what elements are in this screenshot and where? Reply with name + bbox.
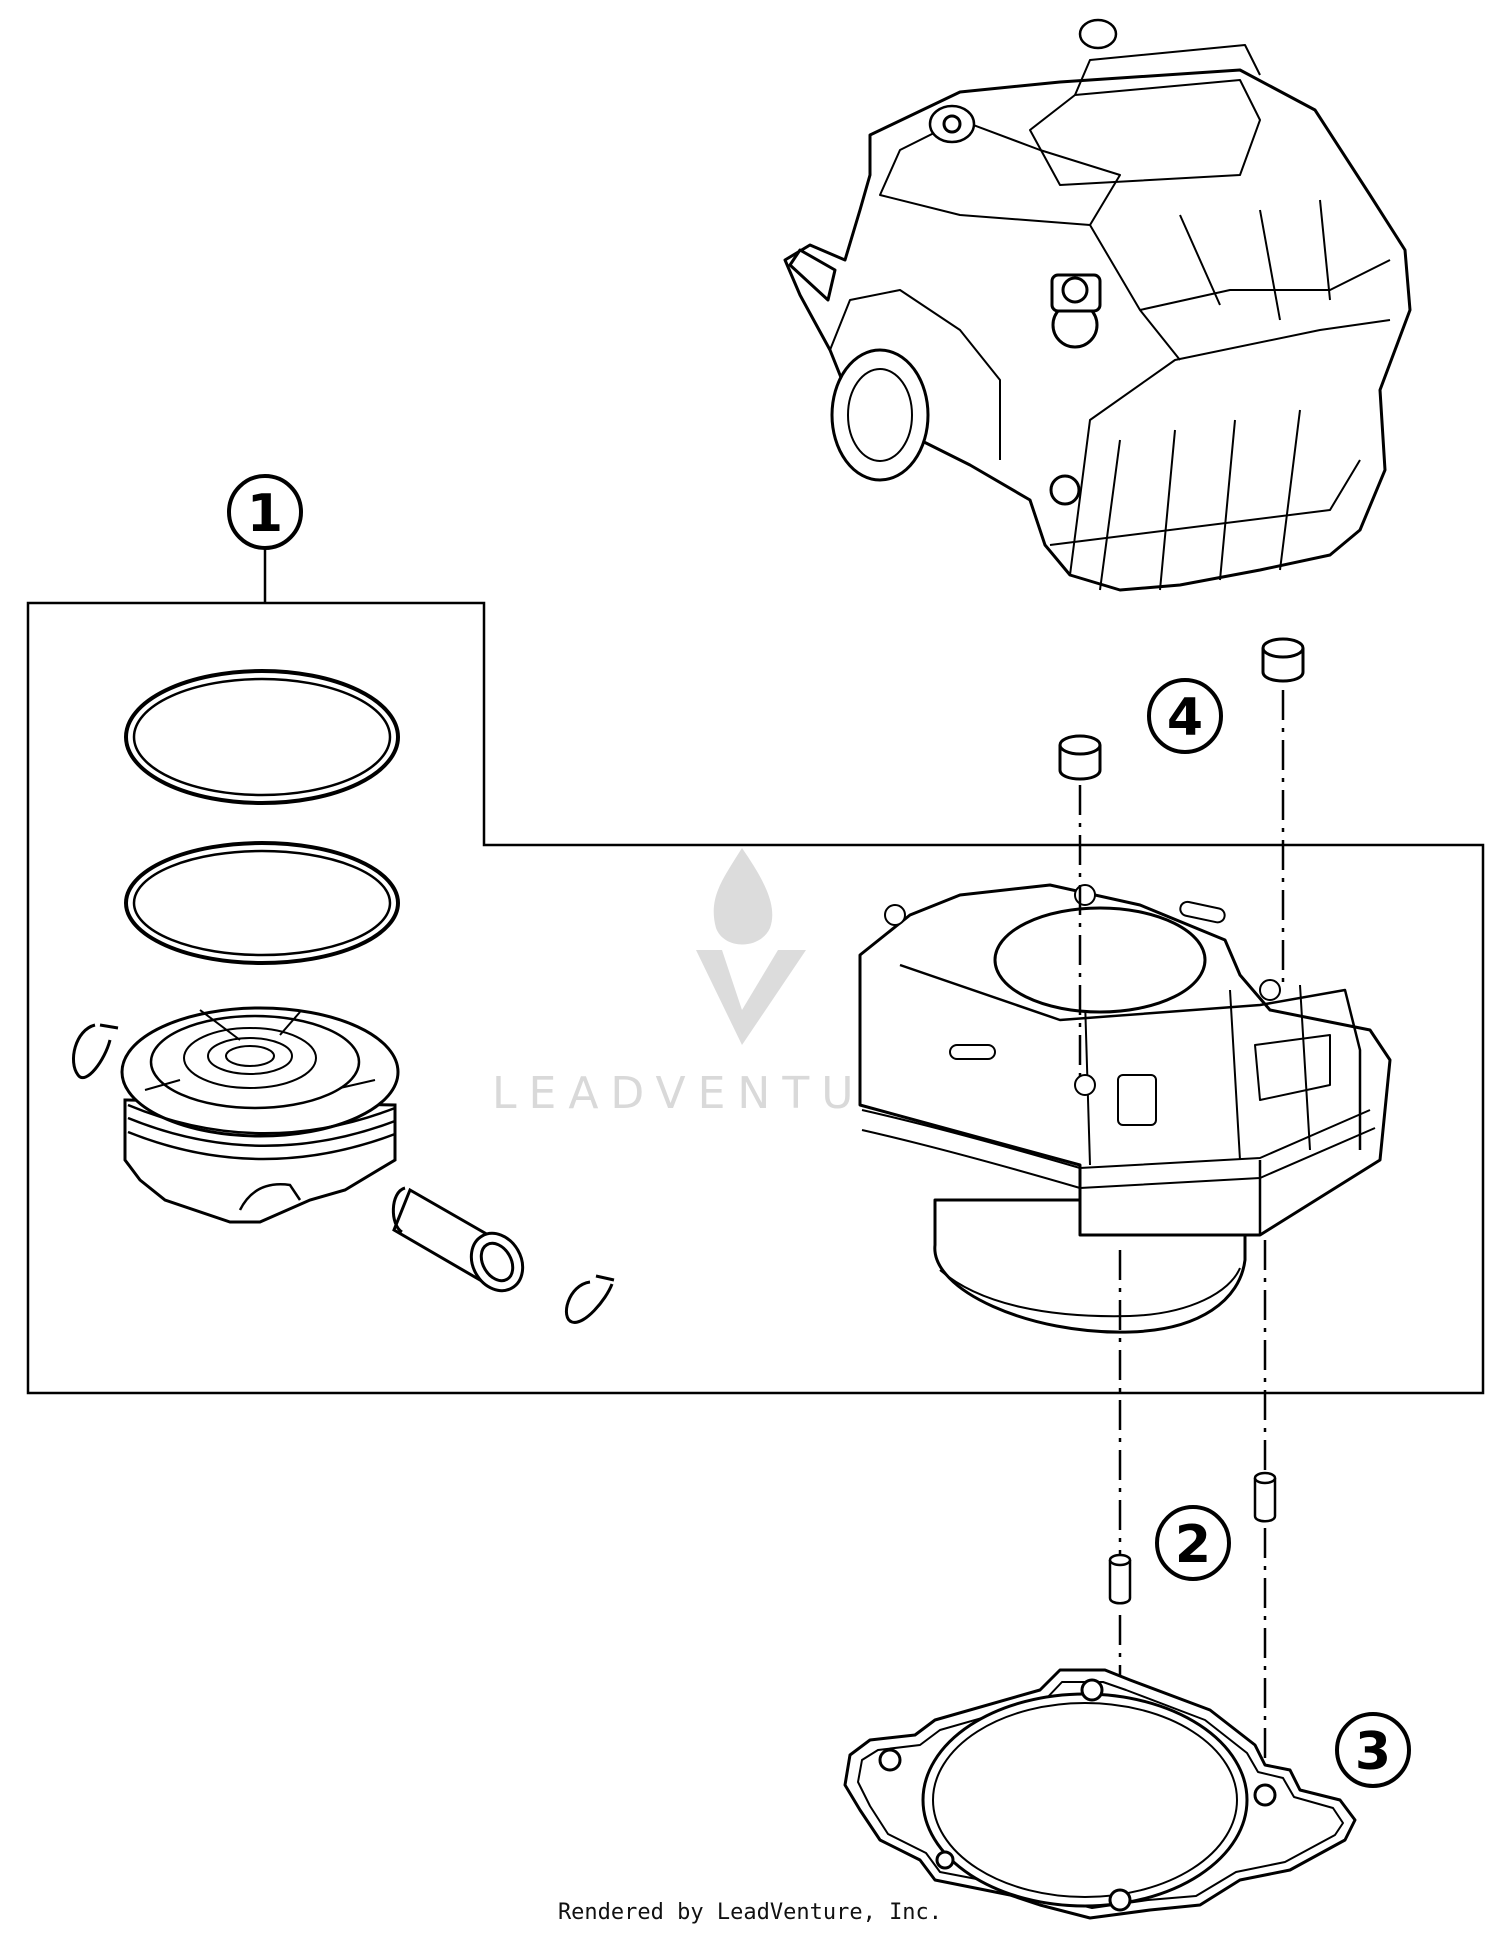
flame-v-logo-icon [696,848,806,1045]
callout-2-label: 2 [1175,1515,1211,1575]
cylinder [858,883,1392,1334]
watermark-text: LEADVENTU [492,1068,865,1119]
piston-ring-top [124,669,400,805]
rendered-by-footer: Rendered by LeadVenture, Inc. [557,1900,943,1925]
callout-4: 4 [1147,678,1223,754]
piston-ring-second [124,841,400,965]
circlip-right [564,1274,615,1324]
callout-3: 3 [1335,1712,1411,1788]
dowel-pin-4b [1261,637,1305,683]
piston-pin [391,1186,525,1293]
kit-bracket [26,601,1485,1395]
callout-1-label: 1 [247,484,283,544]
dowel-pin-2a [1108,1553,1132,1605]
piston [120,1006,400,1224]
callout-2: 2 [1155,1505,1231,1581]
cylinder-head [783,18,1412,592]
callout-1: 1 [227,474,303,603]
base-gasket [843,1668,1357,1920]
dowel-pin-2b [1253,1471,1277,1523]
circlip-left [72,1023,119,1079]
callout-3-label: 3 [1355,1722,1391,1782]
alignment-centerlines [1078,690,1285,1900]
watermark: LEADVENTU [492,848,865,1119]
dowel-pin-4a [1058,734,1102,781]
callout-4-label: 4 [1167,688,1203,748]
